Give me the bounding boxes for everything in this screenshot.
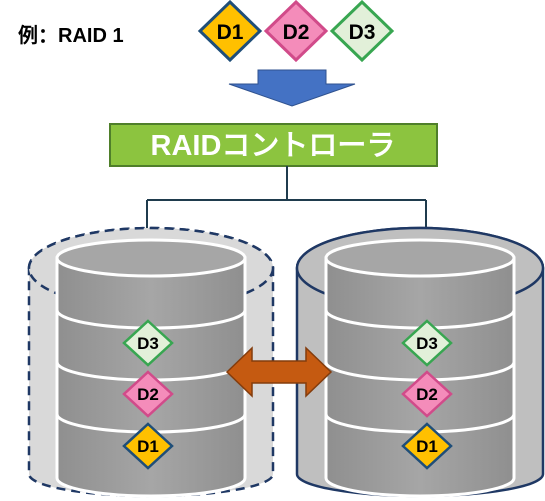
data-block-label: D3 — [349, 21, 376, 44]
right-block-label: D1 — [416, 437, 438, 456]
right-block-d1: D1 — [401, 422, 453, 470]
data-block-d2: D2 — [263, 0, 329, 63]
left-block-d2: D2 — [122, 370, 174, 418]
mirror-arrow — [225, 346, 333, 398]
data-block-label: D2 — [283, 21, 310, 44]
left-block-label: D3 — [137, 334, 159, 353]
example-label: 例：RAID 1 — [18, 23, 124, 47]
data-block-d3: D3 — [329, 0, 395, 63]
right-block-d2: D2 — [401, 370, 453, 418]
right-block-d3: D3 — [401, 319, 453, 367]
down-arrow — [228, 69, 356, 107]
data-block-label: D1 — [217, 21, 244, 44]
left-block-label: D1 — [137, 437, 159, 456]
left-block-label: D2 — [137, 385, 159, 404]
right-block-label: D2 — [416, 385, 438, 404]
data-block-d1: D1 — [197, 0, 263, 63]
right-block-label: D3 — [416, 334, 438, 353]
left-block-d1: D1 — [122, 422, 174, 470]
raid-controller: RAIDコントローラ — [109, 123, 438, 167]
top-data-blocks: D1 D2 D3 — [197, 0, 395, 63]
raid-controller-label: RAIDコントローラ — [151, 130, 396, 162]
left-block-d3: D3 — [122, 319, 174, 367]
disk-left: D3 D2 D1 — [27, 226, 275, 498]
disk-right: D3 D2 D1 — [295, 226, 545, 498]
